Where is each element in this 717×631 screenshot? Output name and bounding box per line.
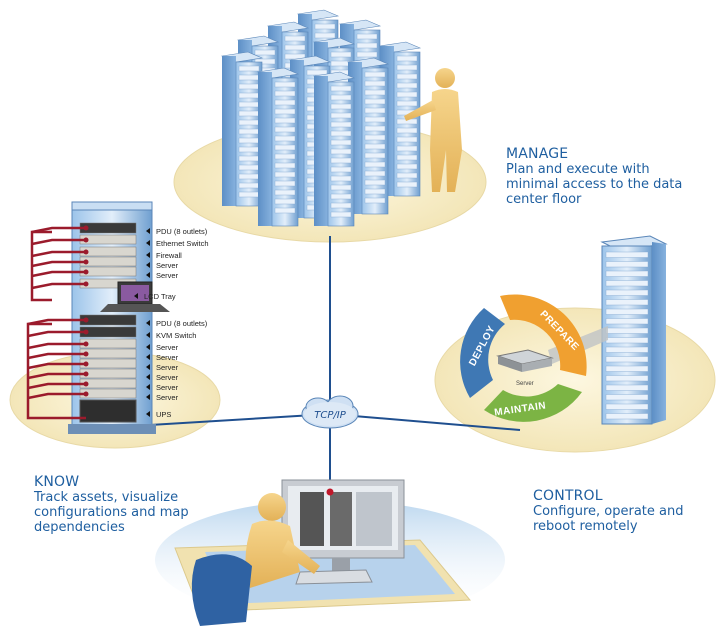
power-cable xyxy=(31,250,86,258)
server-unit-label: Server xyxy=(516,381,534,387)
power-cable xyxy=(27,362,86,370)
rack-label: UPS xyxy=(156,410,171,419)
maintain-segment xyxy=(484,384,582,422)
label-pointer xyxy=(146,364,150,370)
power-cable xyxy=(27,382,86,390)
ups-unit xyxy=(79,399,137,423)
know-rack xyxy=(68,201,156,434)
rack-slot xyxy=(605,403,649,410)
manage-server-racks xyxy=(220,9,422,227)
label-pointer xyxy=(134,293,138,299)
power-cable xyxy=(27,330,86,338)
rack-label: Server xyxy=(156,271,179,280)
manage-operator-figure xyxy=(404,68,462,192)
label-pointer xyxy=(146,228,150,234)
rack-slot xyxy=(605,270,649,277)
cable-bus xyxy=(30,230,52,302)
rack-slot xyxy=(605,394,649,401)
manage-body: Plan and execute with minimal access to … xyxy=(506,162,683,207)
rack-label: Server xyxy=(156,363,179,372)
rack-slot xyxy=(605,384,649,391)
label-pointer xyxy=(146,384,150,390)
rack-slot xyxy=(605,375,649,382)
rack-label: Server xyxy=(156,261,179,270)
label-pointer xyxy=(146,320,150,326)
server-tower xyxy=(256,67,300,227)
label-pointer xyxy=(146,252,150,258)
power-cable xyxy=(31,226,86,234)
rack-label: Server xyxy=(156,373,179,382)
server-unit-icon xyxy=(496,349,554,372)
server-tower xyxy=(378,41,422,197)
power-cable xyxy=(27,318,86,326)
workstation-operator-figure xyxy=(245,493,320,588)
control-caption: CONTROL Configure, operate and reboot re… xyxy=(533,488,713,534)
label-pointer xyxy=(146,354,150,360)
label-pointer xyxy=(146,262,150,268)
cable-bus xyxy=(26,322,86,420)
label-pointer xyxy=(146,240,150,246)
know-body: Track assets, visualize configurations a… xyxy=(34,490,189,535)
rack-slot xyxy=(605,346,649,353)
power-cable xyxy=(27,392,86,400)
rack-label: Server xyxy=(156,393,179,402)
rack-label: LCD Tray xyxy=(144,292,176,301)
manage-caption: MANAGE Plan and execute with minimal acc… xyxy=(506,146,706,207)
workstation-chair xyxy=(191,554,252,626)
power-cable xyxy=(27,342,86,350)
rack-slot xyxy=(605,308,649,315)
rack-slot xyxy=(605,299,649,306)
rack-slot xyxy=(605,356,649,363)
label-pointer xyxy=(146,332,150,338)
rack-label: Firewall xyxy=(156,251,182,260)
rack-label: Server xyxy=(156,353,179,362)
deploy-segment xyxy=(460,308,505,398)
rack-label: Ethernet Switch xyxy=(156,239,209,248)
rack-slot xyxy=(605,318,649,325)
power-cable xyxy=(27,352,86,360)
prepare-segment xyxy=(500,294,587,376)
operator-workstation xyxy=(155,479,505,626)
rack-label: Server xyxy=(156,343,179,352)
server-tower xyxy=(346,57,390,215)
rack-slot xyxy=(605,289,649,296)
label-pointer xyxy=(146,411,150,417)
manage-title: MANAGE xyxy=(506,146,569,162)
power-cable xyxy=(31,270,86,278)
rack-slot xyxy=(605,261,649,268)
lifecycle-cycle: DEPLOY PREPARE MAINTAIN Server xyxy=(460,294,587,422)
rack-slot xyxy=(605,337,649,344)
label-pointer xyxy=(146,344,150,350)
server-tower xyxy=(312,71,356,227)
power-cable xyxy=(27,372,86,380)
rack-slot xyxy=(605,365,649,372)
know-caption: KNOW Track assets, visualize configurati… xyxy=(34,474,234,535)
label-pointer xyxy=(146,272,150,278)
rack-component-labels: PDU (8 outlets)Ethernet SwitchFirewallSe… xyxy=(134,227,209,419)
label-pointer xyxy=(146,374,150,380)
network-label: TCP/IP xyxy=(314,410,346,421)
server-tower xyxy=(220,51,264,207)
rack-label: PDU (8 outlets) xyxy=(156,319,208,328)
rack-slot xyxy=(605,280,649,287)
rack-label: PDU (8 outlets) xyxy=(156,227,208,236)
power-cables xyxy=(26,226,86,420)
control-body: Configure, operate and reboot remotely xyxy=(533,504,684,534)
tcpip-cloud: TCP/IP xyxy=(301,395,359,429)
network-lines xyxy=(149,236,521,492)
rack-label: Server xyxy=(156,383,179,392)
rack-label: KVM Switch xyxy=(156,331,196,340)
power-cable xyxy=(31,238,86,246)
power-cable xyxy=(31,282,86,290)
power-cable xyxy=(31,260,86,268)
label-pointer xyxy=(146,394,150,400)
rack-slot xyxy=(605,327,649,334)
control-tall-rack xyxy=(600,235,668,425)
rack-slot xyxy=(605,413,649,420)
control-title: CONTROL xyxy=(533,488,603,504)
know-title: KNOW xyxy=(34,474,80,490)
lcd-tray-laptop xyxy=(100,281,170,312)
rack-slot xyxy=(605,251,649,258)
